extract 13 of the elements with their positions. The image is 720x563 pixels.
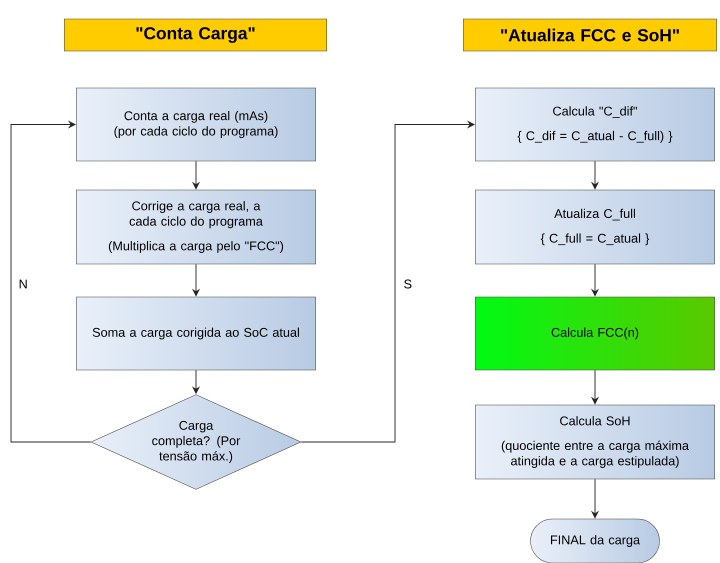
- process-box: Atualiza C_full { C_full = C_atual }: [475, 190, 715, 264]
- process-box: Corrige a carga real, a cada ciclo do programa (Multiplica a carga pelo "FCC"): [76, 190, 316, 264]
- process-box: Calcula SoH (quociente entre a carga máxima atingida e a carga estipulada): [475, 404, 715, 480]
- process-box: Conta a carga real (mAs) (por cada ciclo do programa): [76, 88, 316, 162]
- process-box: Calcula "C_dif" { C_dif = C_atual - C_full) }: [475, 88, 715, 162]
- arrow: [10, 120, 92, 442]
- title-banner: "Conta Carga": [64, 18, 327, 52]
- process-box: Soma a carga corigida ao SoC atual: [76, 296, 316, 370]
- edge-label: S: [404, 280, 412, 288]
- edge-label: N: [20, 280, 27, 288]
- title-banner: "Atualiza FCC e SoH": [463, 18, 717, 52]
- process-box: Calcula FCC(n): [475, 296, 715, 370]
- terminal-box: FINAL da carga: [530, 518, 660, 563]
